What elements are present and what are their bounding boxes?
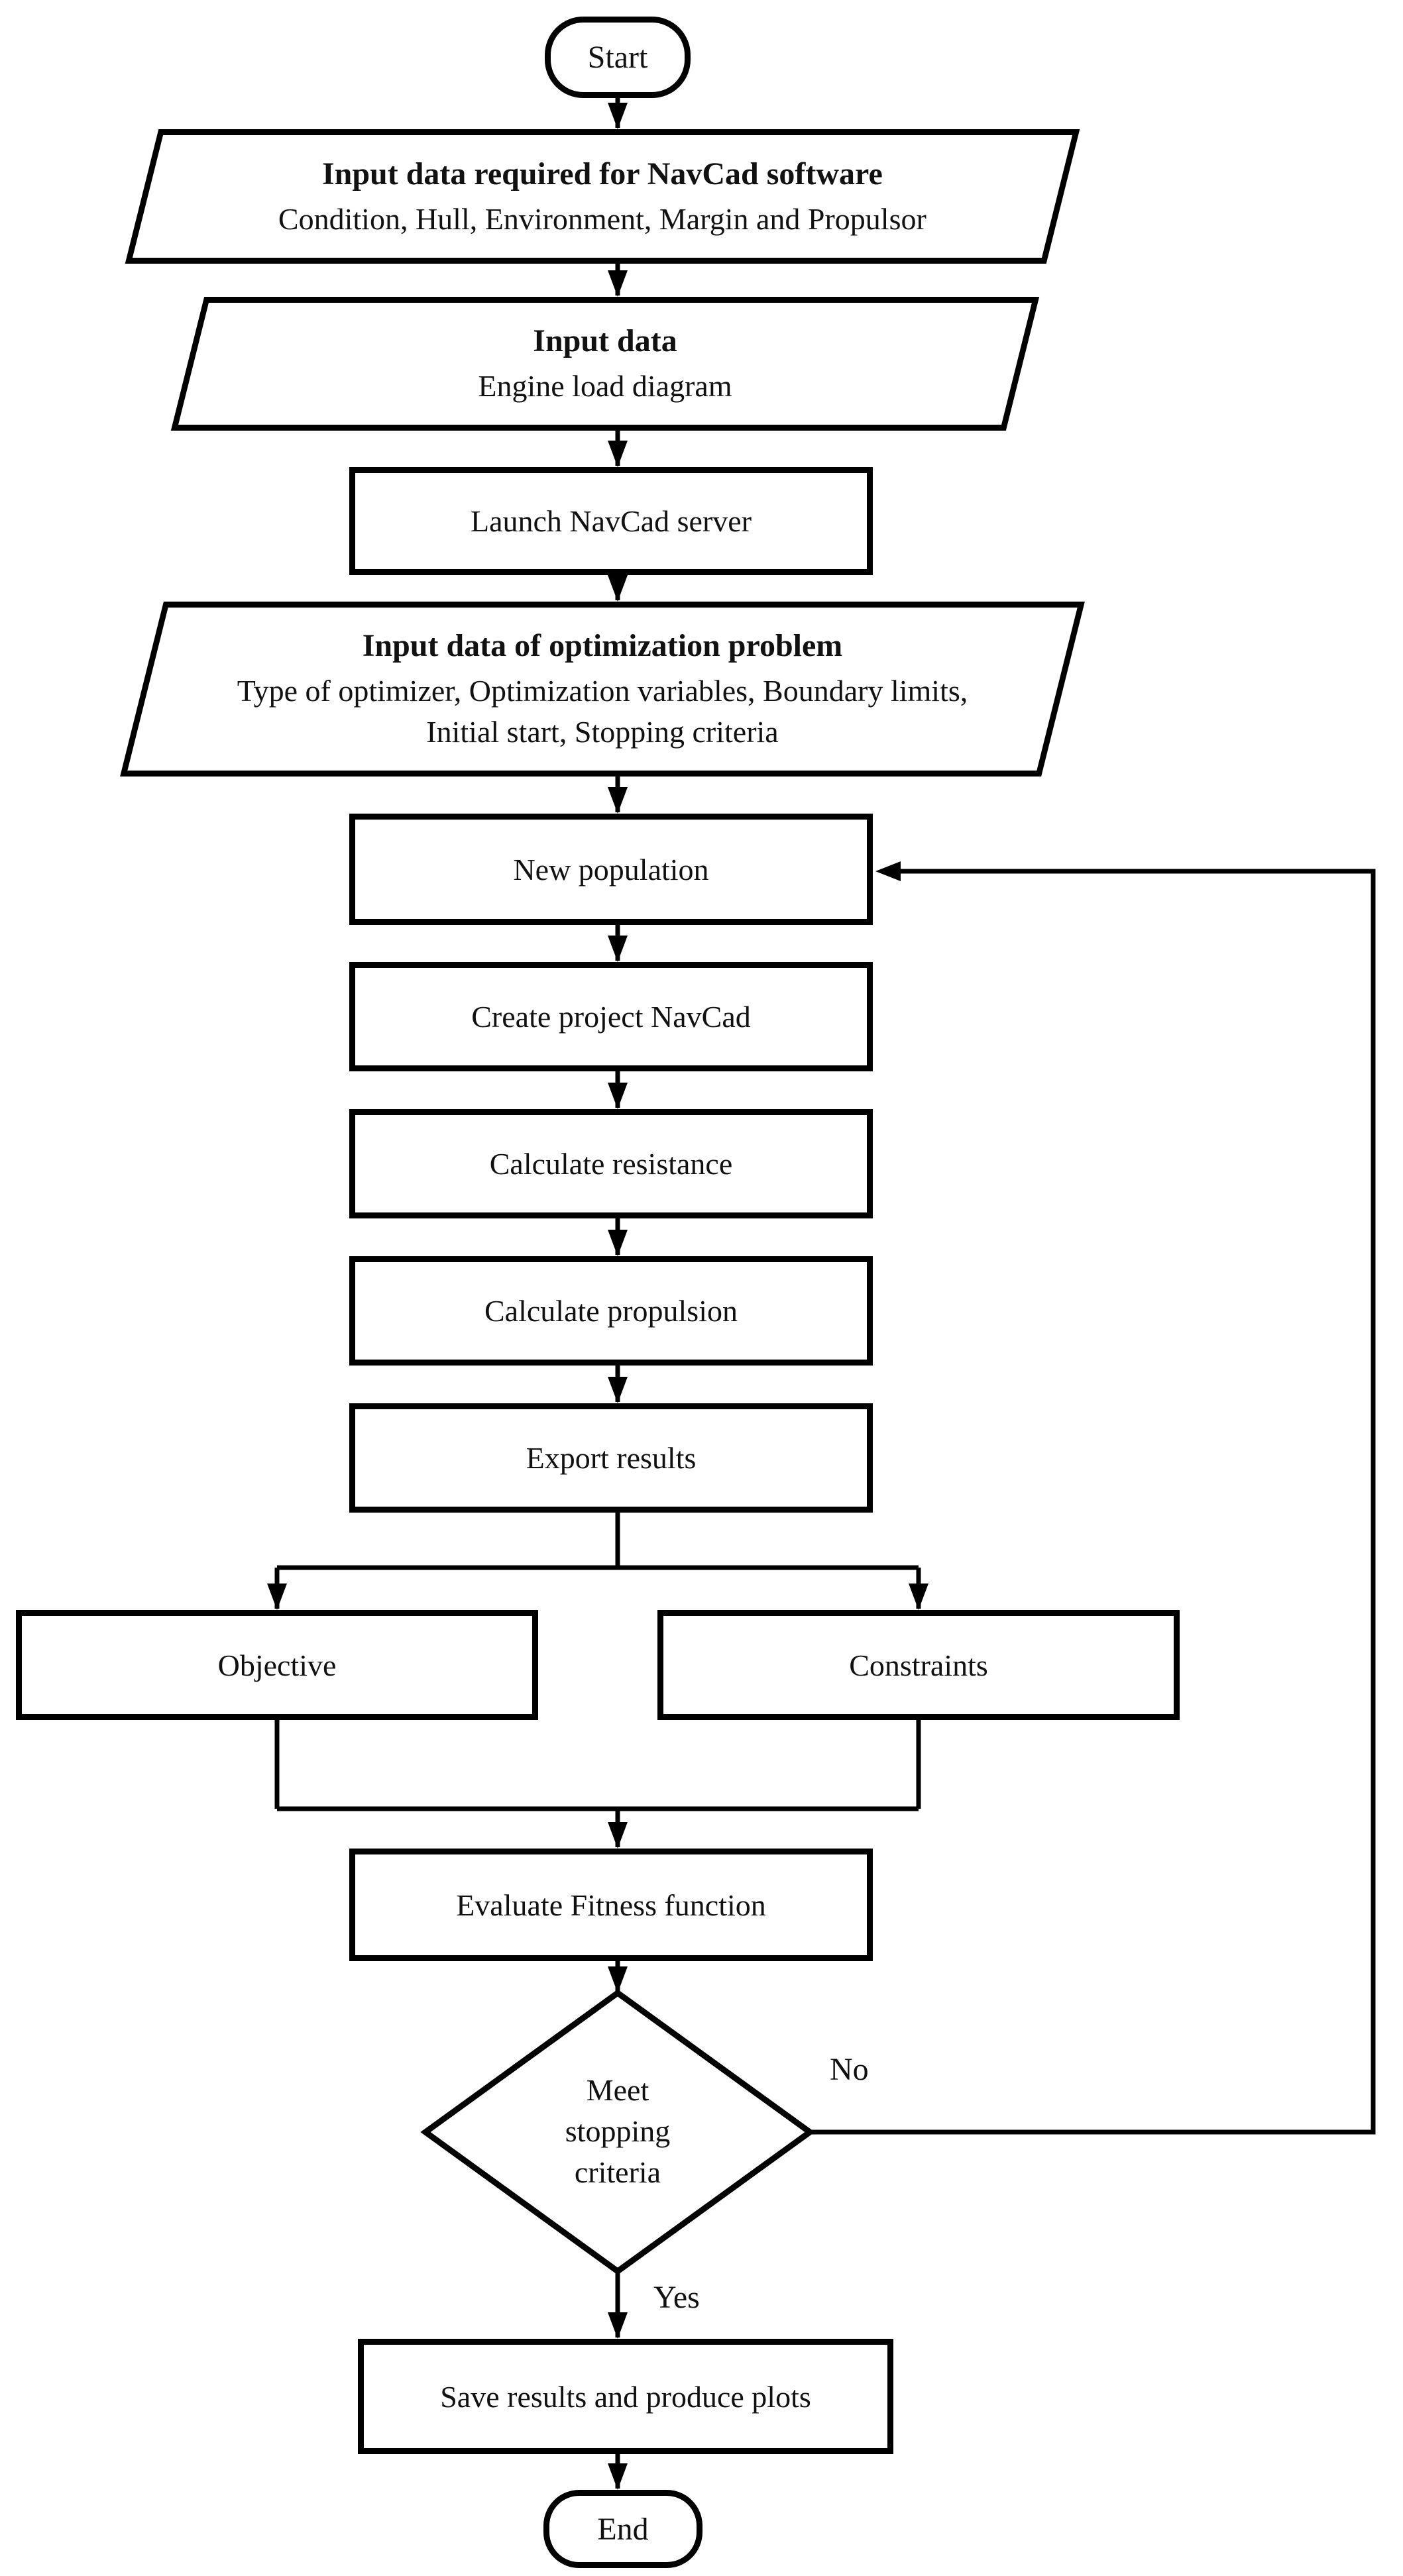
arrowhead-into-objective: [267, 1583, 287, 1610]
edge-arrowheads: [267, 103, 928, 2490]
process-create-project-navcad: Create project NavCad: [349, 962, 873, 1071]
end-label: End: [597, 2511, 649, 2547]
arrowhead-into-input-engine: [608, 270, 628, 297]
process-save-results: Save results and produce plots: [358, 2339, 893, 2454]
process-constraints: Constraints: [657, 1610, 1180, 1720]
edge-decision-no-feedback: [810, 869, 1376, 2135]
process-export-results: Export results: [349, 1403, 873, 1513]
process-evaluate-fitness: Evaluate Fitness function: [349, 1849, 873, 1961]
arrowhead-into-calc-resistance: [608, 1083, 628, 1109]
io-input-engine: Input data Engine load diagram: [170, 297, 1040, 431]
process-calculate-resistance: Calculate resistance: [349, 1109, 873, 1218]
process-launch-navcad-server: Launch NavCad server: [349, 467, 873, 575]
io-input-engine-subtitle: Engine load diagram: [478, 369, 732, 403]
process-new-population-label: New population: [513, 852, 709, 886]
io-input-optimization: Input data of optimization problem Type …: [120, 602, 1085, 777]
arrowhead-into-export: [608, 1377, 628, 1403]
process-calculate-propulsion: Calculate propulsion: [349, 1256, 873, 1366]
arrowhead-into-new-population: [608, 787, 628, 814]
arrowhead-into-input-navcad: [608, 103, 628, 129]
edge-label-no: No: [830, 2052, 869, 2087]
arrowhead-into-constraints: [909, 1583, 928, 1610]
io-input-optimization-subtitle: Type of optimizer, Optimization variable…: [237, 674, 968, 749]
process-export-results-label: Export results: [526, 1441, 697, 1475]
arrowhead-into-calc-propulsion: [608, 1230, 628, 1256]
arrowhead-into-input-optimization: [608, 575, 628, 602]
process-constraints-label: Constraints: [849, 1648, 988, 1682]
process-calculate-propulsion-label: Calculate propulsion: [484, 1294, 738, 1328]
io-input-navcad-title: Input data required for NavCad software: [322, 156, 883, 191]
io-input-optimization-content: Input data of optimization problem Type …: [148, 625, 1057, 753]
arrowhead-into-end: [608, 2463, 628, 2490]
process-create-project-label: Create project NavCad: [471, 1000, 751, 1034]
process-objective: Objective: [16, 1610, 538, 1720]
io-input-engine-content: Input data Engine load diagram: [194, 321, 1017, 407]
decision-diamond: [420, 1989, 815, 2275]
io-input-navcad-subtitle: Condition, Hull, Environment, Margin and…: [278, 201, 926, 236]
process-save-results-label: Save results and produce plots: [440, 2379, 811, 2414]
arrowhead-into-save: [608, 2312, 628, 2339]
arrowhead-into-evaluate: [608, 1822, 628, 1849]
start-node: Start: [545, 17, 691, 98]
edge-label-yes: Yes: [653, 2280, 700, 2315]
process-evaluate-fitness-label: Evaluate Fitness function: [456, 1888, 766, 1922]
start-label: Start: [587, 40, 648, 75]
io-input-optimization-title: Input data of optimization problem: [362, 628, 843, 663]
arrowhead-into-create-project: [608, 936, 628, 962]
arrowhead-feedback-into-new-population: [875, 861, 901, 881]
process-launch-label: Launch NavCad server: [470, 504, 752, 538]
process-objective-label: Objective: [217, 1648, 337, 1682]
io-input-navcad: Input data required for NavCad software …: [125, 129, 1080, 264]
arrowhead-into-decision: [608, 1966, 628, 1993]
process-calculate-resistance-label: Calculate resistance: [489, 1147, 733, 1181]
arrowhead-into-launch: [608, 441, 628, 467]
end-node: End: [543, 2490, 702, 2568]
process-new-population: New population: [349, 814, 873, 925]
io-input-navcad-content: Input data required for NavCad software …: [148, 154, 1057, 240]
decision-text: Meet stopping criteria: [565, 2073, 671, 2189]
io-input-engine-title: Input data: [533, 323, 677, 358]
